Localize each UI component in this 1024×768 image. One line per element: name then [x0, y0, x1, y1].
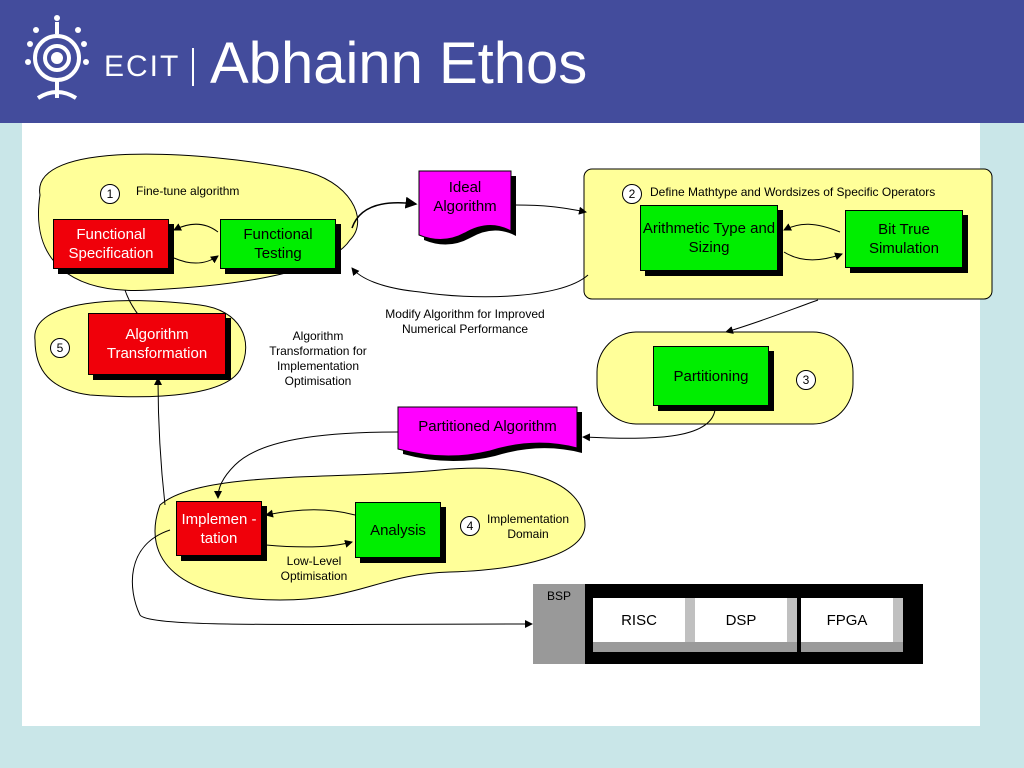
fpga-target-bottom	[801, 642, 903, 652]
risc-target-bottom	[593, 642, 695, 652]
dsp-target: DSP	[695, 598, 787, 642]
dsp-target-bottom	[695, 642, 797, 652]
step-4-badge: 4	[460, 516, 480, 536]
implementation-box: Implemen -tation	[176, 501, 262, 556]
step-5-label: Algorithm Transformation for Implementat…	[269, 329, 367, 388]
step-4-label: Implementation Domain	[486, 512, 570, 541]
partitioning-box: Partitioning	[653, 346, 769, 406]
bsp-panel	[533, 584, 585, 664]
step-2-label: Define Mathtype and Wordsizes of Specifi…	[650, 185, 936, 199]
step-1-badge: 1	[100, 184, 120, 204]
fpga-target-side	[893, 598, 903, 652]
dsp-target-side	[787, 598, 797, 652]
risc-target-side	[685, 598, 695, 652]
risc-target: RISC	[593, 598, 685, 642]
ecit-logo-icon	[25, 15, 89, 100]
header-bar: ECIT Abhainn Ethos	[0, 0, 1024, 123]
partitioned-algorithm-label: Partitioned Algorithm	[418, 418, 557, 435]
ecit-logo-text: ECIT	[104, 50, 181, 83]
step-1-label: Fine-tune algorithm	[136, 184, 240, 198]
ideal-algorithm-label: Ideal Algorithm	[433, 179, 497, 215]
modify-algorithm-label: Modify Algorithm for Improved Numerical …	[385, 307, 545, 336]
fpga-target: FPGA	[801, 598, 893, 642]
low-level-optimisation-label: Low-Level Optimisation	[280, 554, 348, 583]
step-3-badge: 3	[796, 370, 816, 390]
step-5-badge: 5	[50, 338, 70, 358]
analysis-box: Analysis	[355, 502, 441, 558]
step-2-badge: 2	[622, 184, 642, 204]
arithmetic-type-box: Arithmetic Type and Sizing	[640, 205, 778, 271]
doc-ideal	[418, 170, 512, 240]
page-title: Abhainn Ethos	[210, 31, 588, 96]
doc-partitioned	[397, 406, 578, 457]
bsp-label: BSP	[546, 589, 571, 603]
functional-specification-box: Functional Specification	[53, 219, 169, 269]
logo-divider	[192, 48, 194, 86]
functional-testing-box: Functional Testing	[220, 219, 336, 269]
bit-true-box: Bit True Simulation	[845, 210, 963, 268]
algorithm-transformation-box: Algorithm Transformation	[88, 313, 226, 375]
